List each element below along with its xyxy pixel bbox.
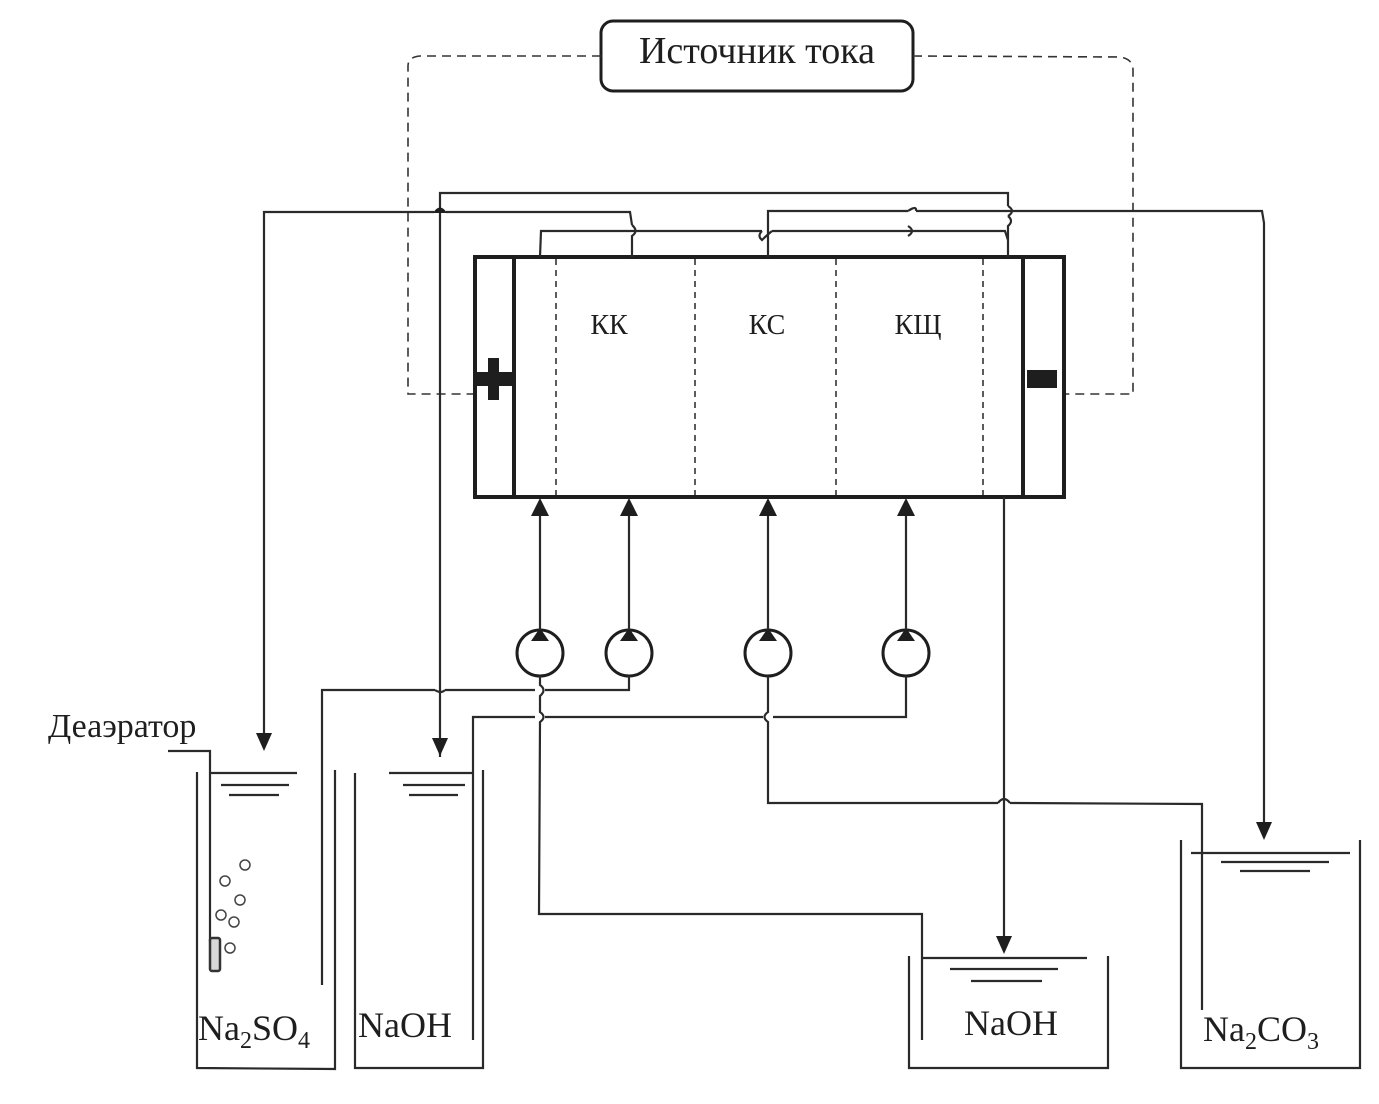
pipe-kk-ks-link — [538, 229, 762, 258]
suction-piping — [320, 497, 1204, 1040]
arrow-into-naoh-product-icon — [996, 936, 1012, 954]
pipe-na2so4-suction — [320, 688, 435, 985]
pump-1 — [515, 498, 565, 678]
inlet-arrow-icon — [759, 498, 777, 516]
tank-label-na2so4: Na2SO4 — [198, 1008, 310, 1054]
arrow-into-na2so4-icon — [256, 733, 272, 751]
pipe-na2co3-suction — [763, 676, 998, 805]
pipe-to-na2so4 — [262, 210, 434, 738]
bubble — [224, 942, 236, 954]
pipe-naoh-feed-suction — [471, 715, 535, 1040]
inlet-arrow-icon — [531, 498, 549, 516]
stack-frame — [473, 255, 1066, 499]
tank-wall — [1179, 840, 1362, 1070]
arrow-into-na2co3-icon — [1256, 822, 1272, 840]
anode-lead-dashed — [407, 55, 601, 395]
tank-wall — [195, 770, 337, 1071]
bubble — [215, 909, 227, 921]
deaerator-tube — [168, 749, 212, 942]
tank-na2so4: Na2SO4 — [168, 749, 337, 1071]
deaerator-label: Деаэратор — [48, 708, 196, 745]
chamber-label-ksch: КЩ — [895, 310, 942, 341]
chamber-label-kk: КК — [590, 310, 628, 341]
inlet-arrow-icon — [620, 498, 638, 516]
tank-wall — [353, 770, 485, 1070]
tank-naoh-feed: NaOH — [353, 770, 485, 1070]
anode-plus-icon — [476, 358, 512, 400]
tank-na2co3: Na2CO3 — [1179, 840, 1362, 1070]
pipe-naoh-feed-return-drop — [1006, 215, 1013, 257]
electrodialyzer: КК КС КЩ — [473, 255, 1066, 499]
tank-label-na2co3: Na2CO3 — [1203, 1009, 1319, 1055]
tank-label-naoh-product: NaOH — [964, 1003, 1058, 1043]
pipe-naoh-feed-return-top — [438, 191, 1010, 757]
deaerator-diffuser — [208, 936, 222, 973]
inlet-arrow-icon — [897, 498, 915, 516]
bubble — [239, 859, 251, 871]
pump-3 — [743, 498, 793, 678]
tank-label-naoh-feed: NaOH — [358, 1005, 452, 1045]
bubble — [234, 894, 246, 906]
pumps — [515, 498, 931, 678]
chamber-label-ks: КС — [749, 310, 786, 341]
tank-wall — [907, 956, 1110, 1070]
outlet-piping — [262, 191, 1272, 840]
cathode-minus-icon — [1027, 370, 1057, 388]
arrow-into-naoh-feed-icon — [432, 738, 448, 756]
cathode-lead-dashed — [912, 55, 1134, 395]
bubble — [228, 916, 240, 928]
power-source: Источник тока — [599, 19, 915, 93]
power-source-label: Источник тока — [639, 30, 875, 72]
pump-4 — [881, 498, 931, 678]
pump-2 — [604, 498, 654, 678]
pipe-to-na2co3 — [766, 209, 908, 257]
tank-naoh-product: NaOH — [907, 956, 1110, 1070]
bubble — [219, 875, 231, 887]
pipe-naoh-product-suction — [537, 676, 924, 1040]
